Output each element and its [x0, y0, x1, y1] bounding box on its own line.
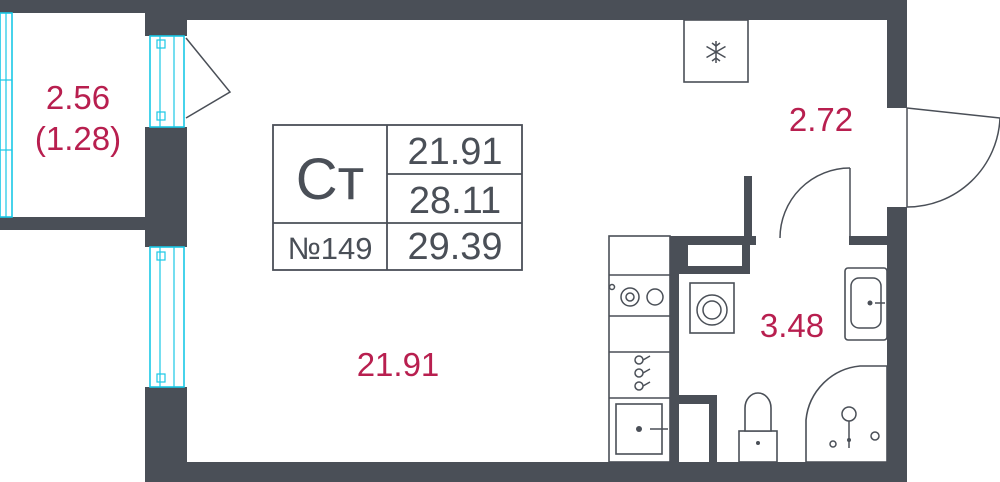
bathroom-door — [779, 167, 851, 239]
hall-area-label: 2.72 — [789, 101, 853, 138]
living-room-area-label: 21.91 — [357, 346, 440, 383]
apartment-type-label: Ст — [296, 147, 364, 212]
balcony-area-label: 2.56 — [46, 79, 110, 116]
toilet-icon — [738, 392, 778, 463]
bathroom-area-label: 3.48 — [760, 307, 824, 344]
entrance-door — [906, 107, 1000, 208]
stove-icon — [608, 283, 664, 307]
balcony-reduced-area-label: (1.28) — [35, 120, 121, 157]
apartment-number: №149 — [288, 231, 373, 266]
balcony-door — [185, 37, 232, 119]
balcony-door-window — [149, 35, 185, 128]
washing-machine-icon — [689, 282, 735, 334]
room-window — [149, 246, 185, 388]
apartment-info-box: Ст 21.91 28.11 №149 29.39 — [272, 124, 523, 271]
kitchen-sink — [615, 403, 668, 455]
oven-icon — [634, 355, 651, 391]
total-area-with-balcony-value: 29.39 — [407, 226, 502, 268]
bathroom-walls — [670, 176, 887, 462]
shower — [805, 365, 888, 463]
balcony-window — [0, 12, 13, 218]
snowflake-icon — [706, 41, 726, 63]
living-area-value: 21.91 — [407, 131, 502, 173]
fridge — [683, 19, 749, 83]
total-area-value: 28.11 — [409, 180, 501, 222]
bathroom-sink — [844, 267, 888, 341]
outer-walls — [0, 0, 907, 482]
